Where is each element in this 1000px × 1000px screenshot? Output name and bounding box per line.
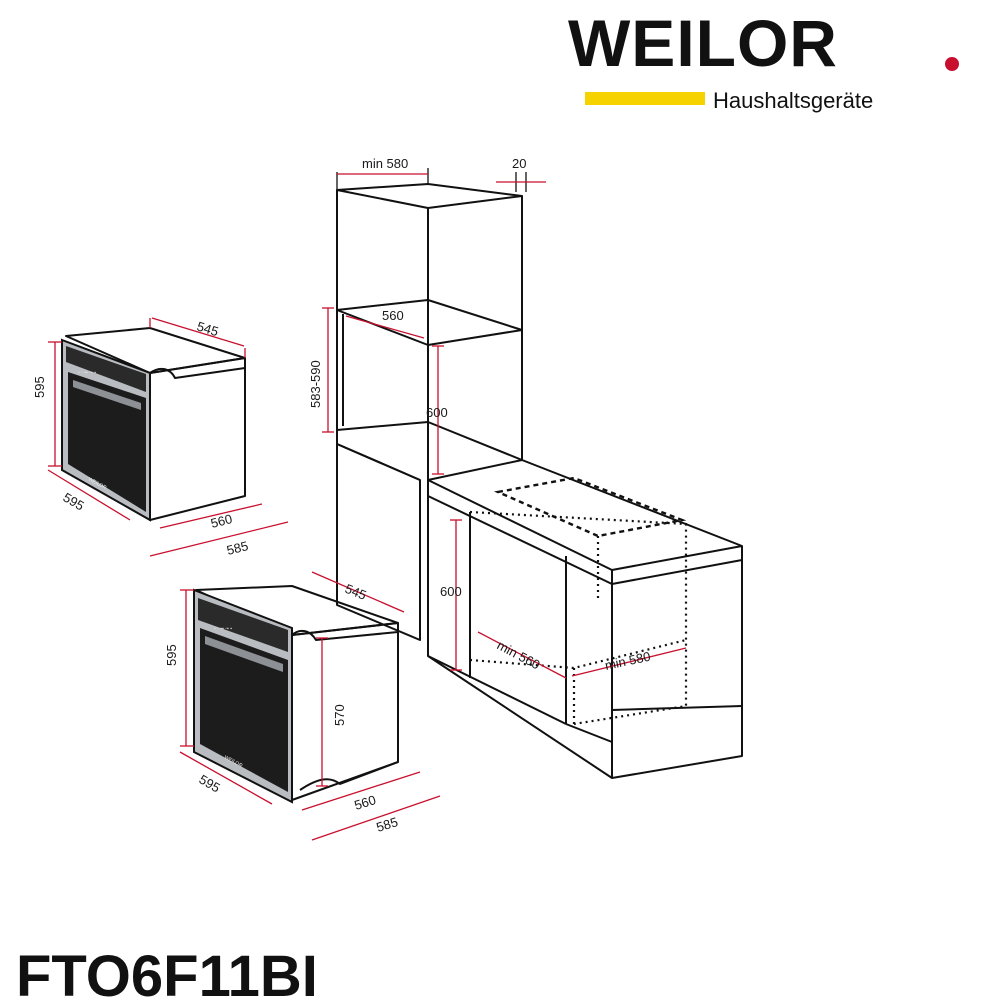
column-niche-top [336, 299, 523, 331]
dim-under-counter-depth-line [477, 631, 567, 679]
dim-column-niche-range: 583-590 [308, 360, 323, 408]
top-oven: ▪ ▫ ▪▪ ▫▪ ▪ WEILOR 545 595 595 560 585 [32, 317, 289, 558]
hob-cutout [493, 476, 687, 538]
brand-tagline: Haushaltsgeräte [713, 88, 873, 113]
column-upper-side [427, 196, 523, 346]
dim-top-oven-height: 595 [32, 376, 47, 398]
top-oven-side [149, 357, 246, 521]
dim-top-oven-total-depth: 585 [225, 538, 250, 558]
dim-top-oven-width-line [47, 469, 131, 521]
dim-top-oven-inner-depth: 560 [209, 511, 234, 531]
dim-top-oven-depth-line [151, 317, 245, 347]
dim-bottom-oven-inner-depth: 560 [352, 792, 377, 813]
bottom-oven-foot [299, 761, 399, 791]
worktop [427, 459, 743, 571]
brand-logo: WEILOR Haushaltsgeräte [568, 6, 959, 113]
brand-yellow-bar [585, 92, 705, 105]
dim-top-oven-depth: 545 [195, 319, 220, 340]
dim-column-depth-line [345, 315, 425, 339]
dim-column-lower-depth-line [311, 571, 405, 613]
top-oven-lip [149, 367, 246, 379]
oven-niche-outline [469, 510, 688, 726]
dim-bottom-oven-inner-depth-line [301, 771, 421, 811]
model-number: FTO6F11BI [16, 944, 318, 1000]
dim-bottom-oven-inner-height: 570 [332, 704, 347, 726]
dim-top-oven-inner-depth-line [159, 503, 263, 529]
top-oven-handle [73, 380, 141, 410]
cabinet-body [427, 496, 743, 779]
brand-name: WEILOR [568, 6, 838, 80]
bottom-oven: ▪ ▫ ▪▪ ▫▪ ▪ WEILOR 595 570 595 560 585 [164, 585, 441, 841]
dim-column-gap: 20 [512, 156, 526, 171]
dim-column-lower-depth: 545 [343, 581, 369, 603]
dim-column-depth: 560 [382, 308, 404, 323]
bottom-oven-handle [205, 636, 283, 672]
column-top [336, 183, 523, 209]
dim-column-niche-height: 600 [426, 405, 448, 420]
dim-top-oven-width: 595 [61, 490, 87, 514]
dim-under-counter-height: 600 [440, 584, 462, 599]
dim-bottom-oven-height: 595 [164, 644, 179, 666]
dim-column-width: min 580 [362, 156, 408, 171]
bottom-oven-control-panel [198, 598, 288, 652]
dim-bottom-oven-total-depth: 585 [374, 814, 399, 835]
top-oven-display: ▪ ▫ ▪▪ ▫▪ ▪ [78, 370, 96, 376]
dim-bottom-oven-width: 595 [197, 772, 223, 796]
column-niche-bottom [336, 421, 523, 461]
bottom-oven-display: ▪ ▫ ▪▪ ▫▪ ▪ [214, 626, 232, 632]
top-oven-control-panel [66, 346, 146, 392]
bottom-oven-lip [291, 629, 399, 641]
bottom-oven-door-glass [200, 628, 288, 792]
under-counter-cabinet: 600 min 560 min 580 [427, 459, 743, 779]
top-oven-door-glass [68, 372, 146, 512]
brand-dot [945, 57, 959, 71]
dim-under-counter-depth: min 560 [495, 637, 543, 672]
column-cabinet: min 580 20 560 583-590 600 545 [308, 156, 546, 641]
dim-bottom-oven-total-depth-line [311, 795, 441, 841]
dim-under-counter-width: min 580 [604, 649, 652, 673]
dim-bottom-oven-width-line [179, 751, 273, 805]
dim-top-oven-total-depth-line [149, 521, 289, 557]
dim-under-counter-width-line [571, 647, 687, 677]
